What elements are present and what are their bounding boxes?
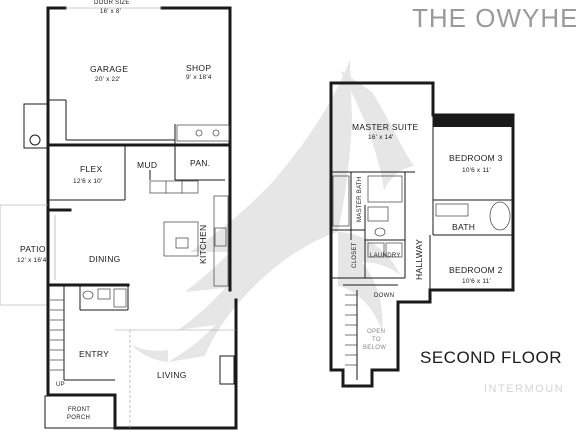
dining-label: DINING	[89, 254, 121, 264]
brand-watermark-text: INTERMOUN	[484, 383, 564, 395]
open-to-below-line2: TO	[372, 337, 381, 343]
eagle-watermark-icon	[132, 60, 414, 362]
stairs-first-floor	[50, 299, 64, 371]
stairs-second-floor	[345, 290, 358, 380]
second-floor-interior-walls	[331, 115, 513, 290]
kitchen-label: KITCHEN	[198, 225, 208, 264]
laundry-label: LAUNDRY	[370, 253, 401, 259]
open-to-below-line1: OPEN	[367, 329, 385, 335]
second-floor-title: SECOND FLOOR	[420, 348, 562, 367]
flex-dims: 12'6 x 10'	[73, 178, 102, 185]
shop-dims: 9' x 18'4	[186, 74, 212, 81]
bedroom2-dims: 10'6 x 11'	[462, 278, 491, 285]
garage-label: GARAGE	[90, 64, 128, 74]
second-floor-plan: MASTER SUITE 16' x 14' BEDROOM 3 10'6 x …	[329, 81, 562, 388]
up-label: UP	[56, 382, 65, 388]
bedroom3-label: BEDROOM 3	[449, 153, 503, 163]
door-size-dims: 16' x 8'	[100, 9, 121, 15]
mud-label: MUD	[137, 160, 157, 170]
open-to-below-line3: BELOW	[363, 345, 386, 351]
bedroom2-label: BEDROOM 2	[449, 265, 503, 275]
door-size-label: DOOR SIZE	[94, 0, 130, 6]
patio-label: PATIO	[20, 244, 46, 254]
master-bath-label: MASTER BATH	[357, 176, 363, 222]
garage-walls	[46, 6, 232, 147]
master-bath-fixtures	[332, 175, 403, 237]
closet-label: CLOSET	[352, 242, 358, 268]
bedroom3-closet-shelf	[433, 115, 513, 127]
flex-label: FLEX	[80, 164, 102, 174]
first-floor-plan: DOOR SIZE 16' x 8' GARAGE 20' x 22' SHOP…	[0, 0, 238, 430]
brand-title: THE OWYHE	[412, 3, 576, 33]
bath-label: BATH	[452, 222, 475, 232]
front-porch-label-line1: FRONT	[68, 407, 90, 413]
entry-label: ENTRY	[79, 349, 109, 359]
garage-dims: 20' x 22'	[95, 76, 121, 83]
bedroom3-dims: 10'6 x 11'	[462, 167, 491, 174]
down-label: DOWN	[374, 293, 394, 299]
patio-dims: 12' x 16'4	[17, 257, 47, 264]
master-suite-label: MASTER SUITE	[352, 122, 418, 132]
living-label: LIVING	[157, 370, 187, 380]
pantry-label: PAN.	[190, 158, 210, 168]
hallway-label: HALLWAY	[414, 239, 424, 280]
powder-bath	[46, 283, 130, 311]
kitchen-fixtures	[163, 195, 232, 292]
dining-walls	[0, 204, 56, 306]
master-suite-dims: 16' x 14'	[368, 134, 394, 141]
shop-label: SHOP	[186, 63, 211, 73]
front-porch-label-line2: PORCH	[67, 415, 90, 421]
